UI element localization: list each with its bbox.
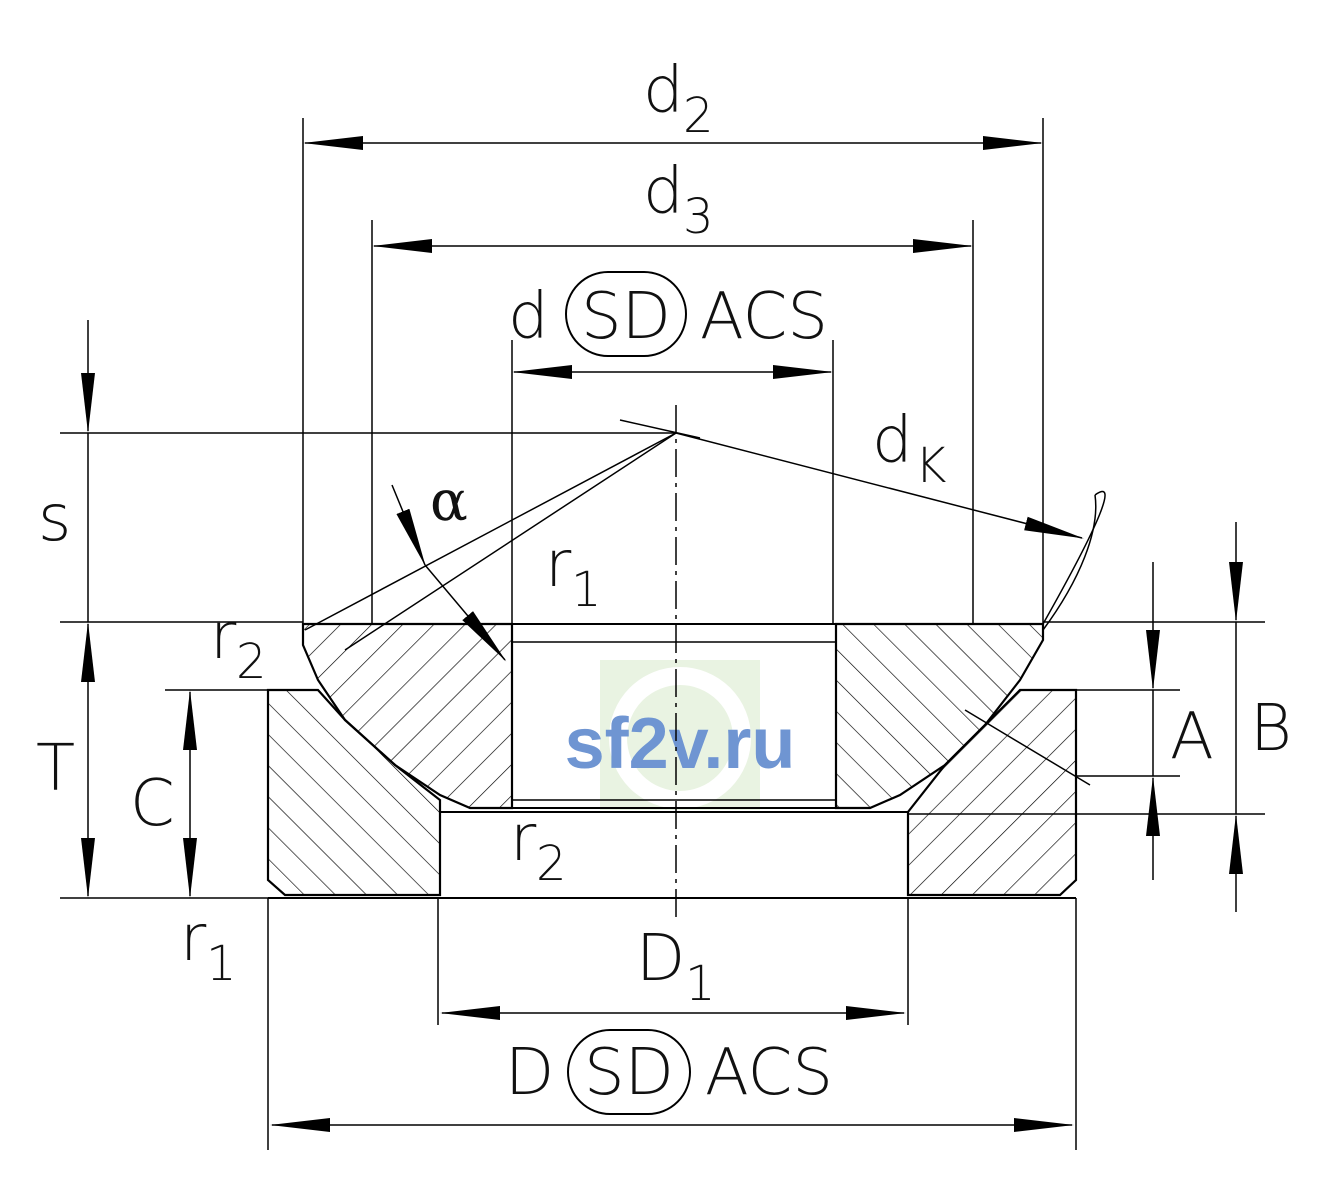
bore-tolerance-badge: SD ACS <box>565 271 828 357</box>
label-dk: d <box>872 404 913 478</box>
label-r2-left-sub: 2 <box>236 634 267 690</box>
dimension-labels: d 2 d 3 d SD ACS d K α s r 1 r 2 T C A B… <box>36 54 1292 1115</box>
label-r1-bottom-sub: 1 <box>206 936 237 992</box>
dimension-lines <box>81 136 1243 1132</box>
label-dk-sub: K <box>915 438 946 494</box>
label-r1-top: r <box>545 528 572 602</box>
housing-washer-right-section <box>906 688 1078 897</box>
watermark: sf2v.ru <box>565 660 796 810</box>
label-D1-sub: 1 <box>685 956 716 1012</box>
extension-lines <box>60 118 1265 1150</box>
label-r2-bottom-sub: 2 <box>536 836 567 892</box>
label-D1: D <box>636 922 685 996</box>
bore-badge-code: ACS <box>700 280 828 354</box>
shaft-washer-bore <box>511 623 837 809</box>
outer-tolerance-badge: SD ACS <box>567 1029 833 1115</box>
label-d2: d <box>643 54 684 128</box>
label-B: B <box>1250 692 1292 766</box>
label-d3: d <box>643 155 684 229</box>
label-d3-sub: 3 <box>683 189 714 245</box>
label-d-bore: d <box>508 280 549 354</box>
label-C: C <box>130 767 175 841</box>
bore-badge-symbol: SD <box>581 280 671 354</box>
label-r1-bottom: r <box>180 902 207 976</box>
outer-badge-symbol: SD <box>584 1036 674 1110</box>
housing-washer-left-section <box>266 688 442 897</box>
label-r1-top-sub: 1 <box>571 562 602 618</box>
watermark-text: sf2v.ru <box>565 704 796 784</box>
label-s: s <box>38 482 71 556</box>
label-alpha: α <box>430 469 468 534</box>
outer-badge-code: ACS <box>705 1036 833 1110</box>
label-r2-bottom: r <box>510 802 537 876</box>
label-T: T <box>36 732 75 806</box>
label-d2-sub: 2 <box>683 88 714 144</box>
label-r2-left: r <box>210 600 237 674</box>
label-D-outer: D <box>505 1036 554 1110</box>
label-A: A <box>1170 700 1214 774</box>
